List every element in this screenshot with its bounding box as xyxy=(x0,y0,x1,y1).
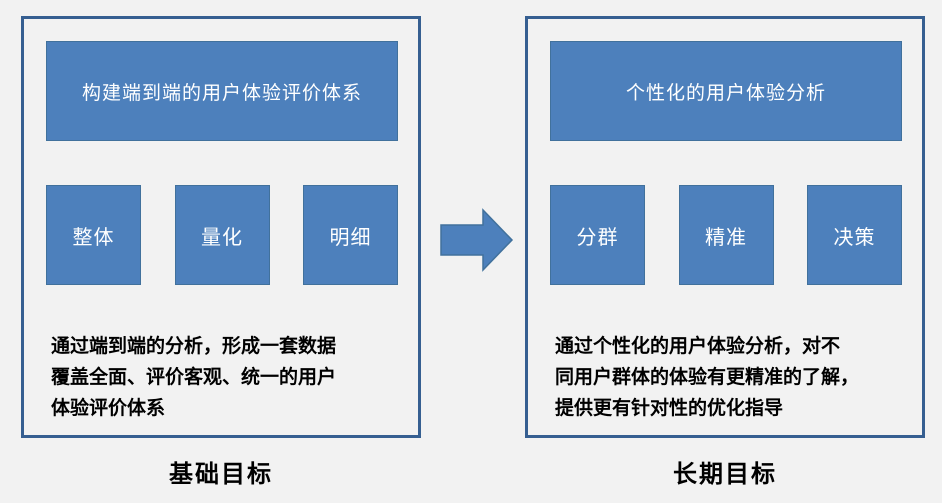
description-line: 体验评价体系 xyxy=(51,397,166,419)
basic-goal-title: 构建端到端的用户体验评价体系 xyxy=(81,81,362,104)
feature-box-decision: 决策 xyxy=(807,185,902,285)
basic-goal-description: 通过端到端的分析，形成一套数据 覆盖全面、评价客观、统一的用户 体验评价体系 xyxy=(51,331,407,424)
feature-box-label: 分群 xyxy=(576,224,619,249)
basic-goal-panel: 构建端到端的用户体验评价体系 整体 量化 明细 通过端到端的分析，形成一套数据 … xyxy=(21,16,421,438)
longterm-goal-label: 长期目标 xyxy=(673,460,777,488)
feature-box-label: 决策 xyxy=(833,224,876,249)
feature-box-label: 明细 xyxy=(329,224,372,249)
longterm-goal-feature-row: 分群 精准 决策 xyxy=(550,185,902,285)
basic-goal-label: 基础目标 xyxy=(169,460,273,488)
feature-box-overall: 整体 xyxy=(46,185,141,285)
basic-goal-title-box: 构建端到端的用户体验评价体系 xyxy=(46,41,398,141)
longterm-goal-description: 通过个性化的用户体验分析，对不 同用户群体的体验有更精准的了解， 提供更有针对性… xyxy=(555,331,911,424)
description-line: 通过个性化的用户体验分析，对不 xyxy=(555,335,841,357)
longterm-goal-column: 个性化的用户体验分析 分群 精准 决策 通过个性化的用户体验分析，对不 同用户群… xyxy=(525,0,925,503)
description-line: 提供更有针对性的优化指导 xyxy=(555,397,784,419)
block-arrow-right-icon xyxy=(440,208,514,272)
longterm-goal-title: 个性化的用户体验分析 xyxy=(625,81,826,104)
basic-goal-feature-row: 整体 量化 明细 xyxy=(46,185,398,285)
feature-box-detail: 明细 xyxy=(303,185,398,285)
longterm-goal-panel: 个性化的用户体验分析 分群 精准 决策 通过个性化的用户体验分析，对不 同用户群… xyxy=(525,16,925,438)
feature-box-segment: 分群 xyxy=(550,185,645,285)
description-line: 通过端到端的分析，形成一套数据 xyxy=(51,335,337,357)
feature-box-precise: 精准 xyxy=(678,185,774,285)
feature-box-label: 精准 xyxy=(705,224,747,249)
feature-box-quantify: 量化 xyxy=(174,185,270,285)
basic-goal-column: 构建端到端的用户体验评价体系 整体 量化 明细 通过端到端的分析，形成一套数据 … xyxy=(21,0,421,503)
longterm-goal-title-box: 个性化的用户体验分析 xyxy=(550,41,902,141)
feature-box-label: 量化 xyxy=(201,224,243,249)
description-line: 同用户群体的体验有更精准的了解， xyxy=(555,366,860,388)
feature-box-label: 整体 xyxy=(72,224,115,249)
description-line: 覆盖全面、评价客观、统一的用户 xyxy=(51,366,337,388)
transition-arrow xyxy=(440,208,514,272)
